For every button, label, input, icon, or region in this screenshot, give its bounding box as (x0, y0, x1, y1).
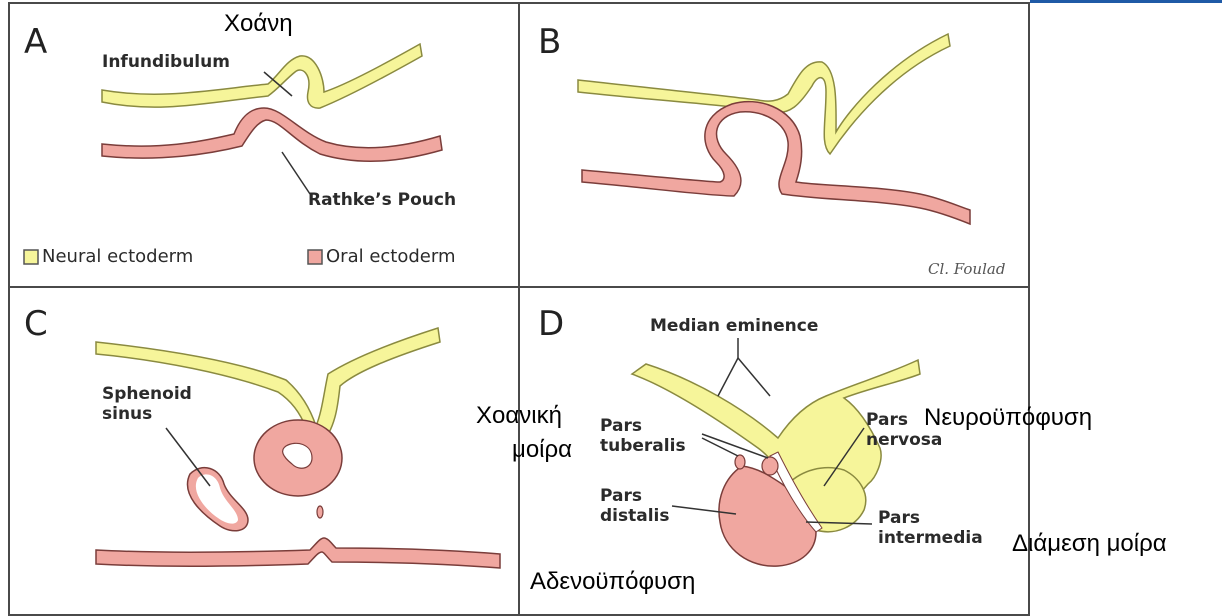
panel-c-drawing (10, 288, 520, 616)
greek-label-intermediate-lobe: Διάμεση μοίρα (1012, 530, 1167, 558)
panel-label-d: D (538, 304, 564, 344)
oral-ectoderm-band (582, 102, 970, 224)
legend-oral-swatch (308, 250, 322, 264)
median-eminence-leader-right (738, 358, 770, 396)
panel-a: A Infundibulum Rathke’s Pouch Neural ect… (8, 2, 520, 288)
pars-intermedia-label-line-1: Pars (878, 508, 920, 528)
oral-ectoderm-band (96, 538, 500, 568)
top-accent-line (1030, 0, 1222, 3)
median-eminence-label: Median eminence (650, 316, 818, 336)
neural-ectoderm-band (578, 34, 950, 154)
pars-distalis-label-line-1: Pars (600, 486, 642, 506)
median-eminence-leader-left (718, 358, 738, 396)
rathkes-pouch-label: Rathke’s Pouch (308, 190, 456, 210)
rathkes-pouch-leader (282, 152, 310, 194)
pars-tuberalis-right (762, 457, 778, 475)
panel-b-drawing (520, 4, 1030, 288)
pars-tuberalis-label-line-1: Pars (600, 416, 642, 436)
panel-c: C Sphenoid sinus (8, 286, 520, 616)
oral-ectoderm-band (102, 108, 442, 161)
panel-b: B Cl. Foulad (518, 2, 1030, 288)
legend-neural-label: Neural ectoderm (42, 247, 193, 267)
sinus-label-line-2: sinus (102, 404, 152, 424)
sphenoid-label-line-1: Sphenoid (102, 384, 192, 404)
legend-neural-swatch (24, 250, 38, 264)
pars-intermedia-label-line-2: intermedia (878, 528, 983, 548)
panel-label-b: B (538, 22, 561, 62)
artist-signature: Cl. Foulad (928, 260, 1005, 278)
panel-d: D Median eminence Pars tuberalis Pars ne… (518, 286, 1030, 616)
greek-label-choani: Χοάνη (224, 10, 293, 38)
panel-label-c: C (24, 304, 48, 344)
pars-nervosa-label-line-1: Pars (866, 410, 908, 430)
greek-label-adenohypophysis: Αδενοϋπόφυση (530, 568, 695, 596)
greek-label-choaniki-line-1: Χοανική (476, 402, 562, 430)
infundibulum-label: Infundibulum (102, 52, 230, 72)
pars-distalis-label-line-2: distalis (600, 506, 670, 526)
greek-label-neurohypophysis: Νευροϋπόφυση (924, 404, 1092, 432)
stalk-remnant (317, 506, 323, 518)
panel-label-a: A (24, 22, 47, 62)
legend-oral-label: Oral ectoderm (326, 247, 455, 267)
pars-nervosa-label-line-2: nervosa (866, 430, 942, 450)
panel-d-drawing (520, 288, 1030, 616)
pars-tuberalis-label-line-2: tuberalis (600, 436, 686, 456)
greek-label-choaniki-line-2: μοίρα (512, 436, 572, 464)
pars-tuberalis-left (735, 455, 745, 469)
